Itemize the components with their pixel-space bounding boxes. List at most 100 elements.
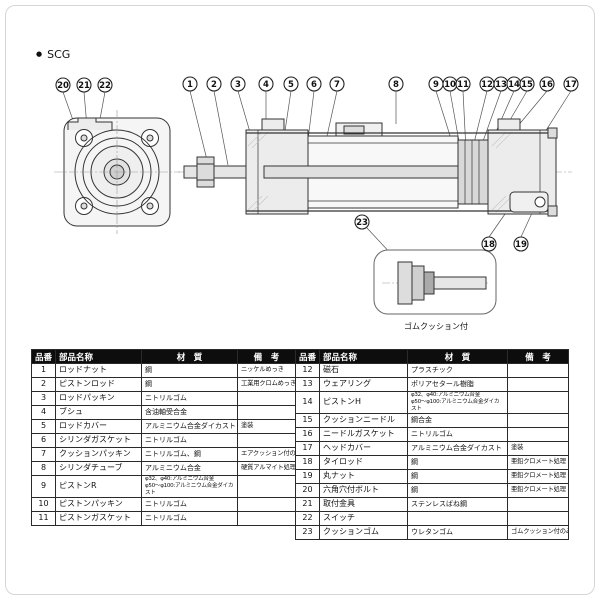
balloon-11: 11 <box>455 76 471 92</box>
model-title: ● SCG <box>36 48 70 61</box>
balloon-1: 1 <box>182 76 198 92</box>
part-note: エアクッション付のみ <box>237 447 296 462</box>
part-no: 9 <box>31 475 56 498</box>
part-material <box>407 511 508 526</box>
table-row: 22 スイッチ <box>295 511 569 526</box>
header-part-no: 品番 <box>295 349 320 364</box>
part-name: ピストンガスケット <box>55 511 142 526</box>
table-row: 12 磁石 プラスチック <box>295 363 569 378</box>
svg-text:13: 13 <box>495 80 507 90</box>
part-name: シリンダチューブ <box>55 461 142 476</box>
table-row: 19 丸ナット 鋼 亜鉛クロメート処理 <box>295 469 569 484</box>
svg-text:2: 2 <box>211 80 217 90</box>
svg-text:11: 11 <box>457 80 469 90</box>
svg-text:19: 19 <box>515 240 527 250</box>
balloon-21: 21 <box>76 77 92 93</box>
parts-table-left: 品番 部品名称 材 質 備 考 1 ロッドナット 鋼 ニッケルめっき 2 ピスト… <box>31 349 296 526</box>
svg-text:18: 18 <box>483 240 495 250</box>
part-name: ピストンH <box>319 391 408 414</box>
balloon-18: 18 <box>481 236 497 252</box>
table-row: 7 クッションパッキン ニトリルゴム、鋼 エアクッション付のみ <box>31 447 296 462</box>
header-note: 備 考 <box>237 349 296 364</box>
balloon-5: 5 <box>283 76 299 92</box>
part-material: 含油軸受合金 <box>141 405 238 420</box>
part-note <box>507 377 569 392</box>
part-note: 塗装 <box>507 441 569 456</box>
part-name: ヘッドカバー <box>319 441 408 456</box>
cushion-rubber <box>423 271 435 295</box>
piston-assembly <box>457 139 489 205</box>
part-no: 6 <box>31 433 56 448</box>
part-name: シリンダガスケット <box>55 433 142 448</box>
table-row: 3 ロッドパッキン ニトリルゴム <box>31 391 296 406</box>
part-name: クッションパッキン <box>55 447 142 462</box>
table-row: 17 ヘッドカバー アルミニウム合金ダイカスト 塗装 <box>295 441 569 456</box>
part-material: アルミニウム合金 <box>141 461 238 476</box>
part-material: ニトリルゴム <box>141 391 238 406</box>
table-row: 6 シリンダガスケット ニトリルゴム <box>31 433 296 448</box>
part-note: 亜鉛クロメート処理 <box>507 455 569 470</box>
header-part-no: 品番 <box>31 349 56 364</box>
part-note: 工業用クロムめっき <box>237 377 296 392</box>
part-no: 13 <box>295 377 320 392</box>
cushion-boss <box>497 118 521 131</box>
balloon-20: 20 <box>55 77 71 93</box>
table-row: 8 シリンダチューブ アルミニウム合金 硬質アルマイト処理 <box>31 461 296 476</box>
header-material: 材 質 <box>141 349 238 364</box>
table-row: 15 クッションニードル 鋼合金 <box>295 413 569 428</box>
part-note <box>237 433 296 448</box>
part-note <box>507 497 569 512</box>
bullet-icon: ● <box>36 50 43 58</box>
table-row: 21 取付金具 ステンレスばね鋼 <box>295 497 569 512</box>
part-note <box>237 497 296 512</box>
part-note <box>507 511 569 526</box>
part-name: ブシュ <box>55 405 142 420</box>
round-nut <box>547 205 558 217</box>
assembly-diagram: ゴムクッション付 1 2 3 4 5 6 7 8 9 10 11 12 13 1… <box>54 76 579 331</box>
part-note: ニッケルめっき <box>237 363 296 378</box>
svg-text:14: 14 <box>508 80 520 90</box>
part-no: 20 <box>295 483 320 498</box>
balloon-22: 22 <box>97 77 113 93</box>
svg-text:7: 7 <box>334 80 340 90</box>
part-material: 鋼 <box>407 483 508 498</box>
part-material: 鋼 <box>407 469 508 484</box>
part-no: 4 <box>31 405 56 420</box>
part-no: 21 <box>295 497 320 512</box>
detail-rod <box>433 276 487 290</box>
table-header-row: 品番 部品名称 材 質 備 考 <box>31 349 296 364</box>
part-note <box>507 427 569 442</box>
part-no: 10 <box>31 497 56 512</box>
part-name: スイッチ <box>319 511 408 526</box>
svg-text:3: 3 <box>235 80 241 90</box>
part-no: 14 <box>295 391 320 414</box>
part-note <box>237 405 296 420</box>
inner-rod <box>263 165 461 179</box>
part-material: ポリアセタール樹脂 <box>407 377 508 392</box>
part-material: ステンレスばね鋼 <box>407 497 508 512</box>
detail-caption: ゴムクッション付 <box>404 321 468 331</box>
header-part-name: 部品名称 <box>319 349 408 364</box>
part-material: ウレタンゴム <box>407 525 508 540</box>
svg-text:16: 16 <box>541 80 553 90</box>
balloon-3: 3 <box>230 76 246 92</box>
svg-text:10: 10 <box>444 80 456 90</box>
svg-text:17: 17 <box>565 80 577 90</box>
part-name: ピストンパッキン <box>55 497 142 512</box>
part-material: プラスチック <box>407 363 508 378</box>
part-note: 塗装 <box>237 419 296 434</box>
part-note <box>237 511 296 526</box>
part-no: 16 <box>295 427 320 442</box>
svg-text:15: 15 <box>521 80 533 90</box>
part-material: 鋼 <box>141 377 238 392</box>
table-row: 9 ピストンR φ32、φ40:アルミニウム合金 φ50～φ100:アルミニウム… <box>31 475 296 498</box>
svg-text:4: 4 <box>263 80 269 90</box>
header-material: 材 質 <box>407 349 508 364</box>
part-no: 3 <box>31 391 56 406</box>
svg-text:12: 12 <box>481 80 493 90</box>
part-no: 22 <box>295 511 320 526</box>
part-note: 硬質アルマイト処理 <box>237 461 296 476</box>
table-row: 4 ブシュ 含油軸受合金 <box>31 405 296 420</box>
side-view <box>178 118 572 217</box>
